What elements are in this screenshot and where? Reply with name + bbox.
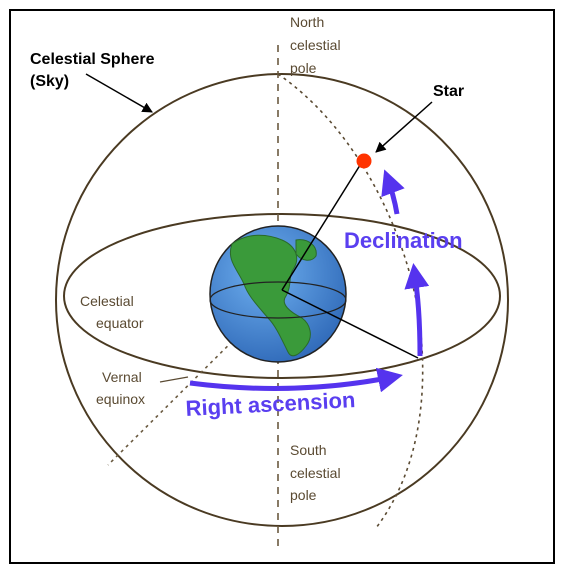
south-pole-label-2: celestial	[290, 465, 341, 481]
vernal-equinox-label-1: Vernal	[102, 369, 142, 385]
celestial-sphere-label-2: (Sky)	[30, 73, 69, 90]
star-label: Star	[433, 83, 464, 100]
declination-arrow-upper	[381, 169, 405, 215]
right-ascension-label: Right ascension	[185, 387, 356, 421]
celestial-equator	[63, 213, 501, 379]
equator-projection-line	[281, 289, 419, 359]
celestial-equator-label-1: Celestial	[80, 293, 134, 309]
vernal-equinox-line	[107, 291, 283, 466]
north-pole-label-2: celestial	[290, 37, 341, 53]
star-point	[356, 153, 372, 169]
declination-label: Declination	[344, 228, 463, 253]
sphere-pointer	[85, 73, 153, 113]
north-pole-label-3: pole	[290, 60, 317, 76]
declination-arrow-lower	[404, 263, 430, 357]
star-pointer	[375, 101, 433, 153]
celestial-equator-label-2: equator	[96, 315, 144, 331]
north-pole-label-1: North	[290, 14, 324, 30]
vernal-pointer	[159, 376, 189, 383]
celestial-sphere	[55, 73, 509, 527]
earth	[209, 225, 347, 363]
star-direction-line	[281, 161, 363, 291]
vernal-equinox-label-2: equinox	[96, 391, 145, 407]
south-pole-label-3: pole	[290, 487, 317, 503]
celestial-sphere-label-1: Celestial Sphere	[30, 51, 155, 68]
south-pole-label-1: South	[290, 442, 327, 458]
right-ascension-arrow	[189, 367, 403, 393]
